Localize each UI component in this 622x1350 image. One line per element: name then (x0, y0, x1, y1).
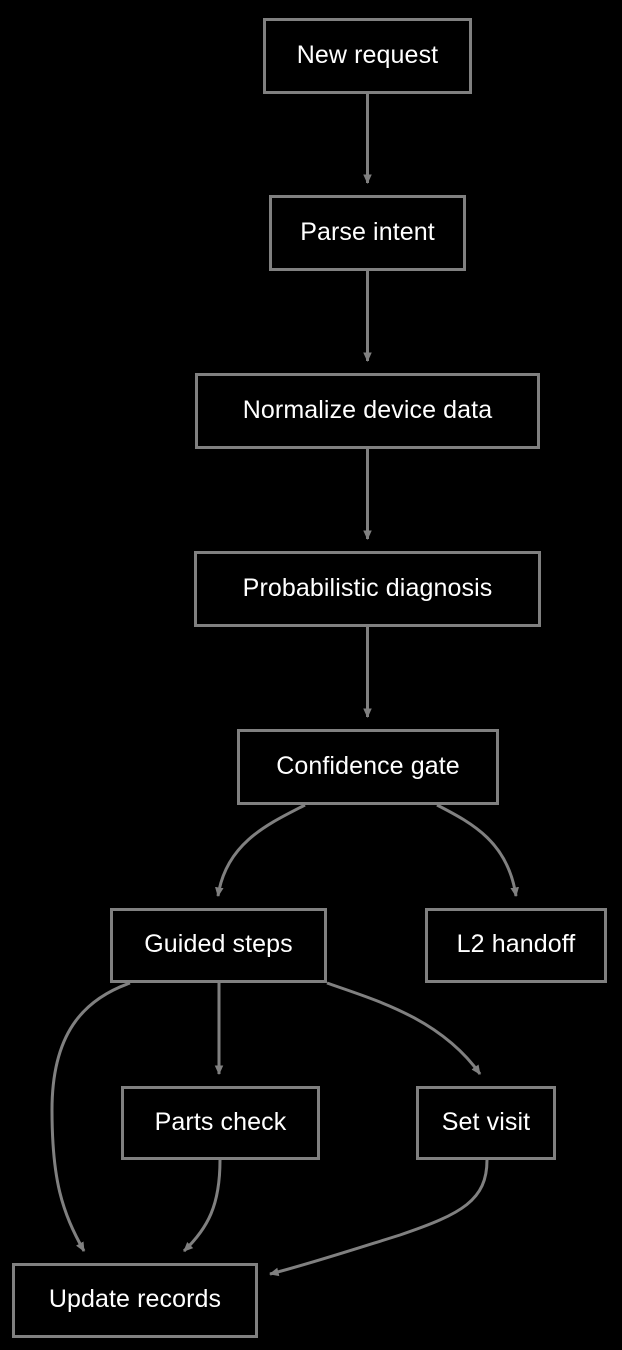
node-label: Parts check (154, 1107, 287, 1136)
node-label: Set visit (441, 1107, 531, 1136)
node-probabilistic-diagnosis[interactable]: Probabilistic diagnosis (194, 551, 541, 627)
node-label: New request (296, 40, 439, 69)
edge-confidence-gate-to-guided-steps (215, 803, 306, 897)
node-parse-intent[interactable]: Parse intent (269, 195, 466, 271)
node-confidence-gate[interactable]: Confidence gate (237, 729, 499, 805)
edge-set-visit-to-update-records (269, 1159, 489, 1277)
node-normalize-device-data[interactable]: Normalize device data (195, 373, 540, 449)
node-set-visit[interactable]: Set visit (416, 1086, 556, 1160)
node-label: Guided steps (144, 930, 293, 958)
edge-parts-check-to-update-records (182, 1159, 222, 1253)
edge-confidence-gate-to-l2-handoff (436, 803, 519, 897)
node-new-request[interactable]: New request (263, 18, 472, 94)
node-parts-check[interactable]: Parts check (121, 1086, 320, 1160)
node-label: Normalize device data (242, 395, 493, 424)
edge-guided-steps-to-update-records (50, 981, 131, 1252)
node-l2-handoff[interactable]: L2 handoff (425, 908, 607, 983)
node-label: Probabilistic diagnosis (242, 573, 493, 602)
node-guided-steps[interactable]: Guided steps (110, 908, 327, 983)
node-label: L2 handoff (456, 930, 576, 958)
edge-guided-steps-to-set-visit (326, 981, 482, 1075)
node-label: Parse intent (300, 217, 435, 246)
node-label: Update records (48, 1285, 222, 1313)
node-update-records[interactable]: Update records (12, 1263, 258, 1338)
node-label: Confidence gate (276, 751, 460, 780)
